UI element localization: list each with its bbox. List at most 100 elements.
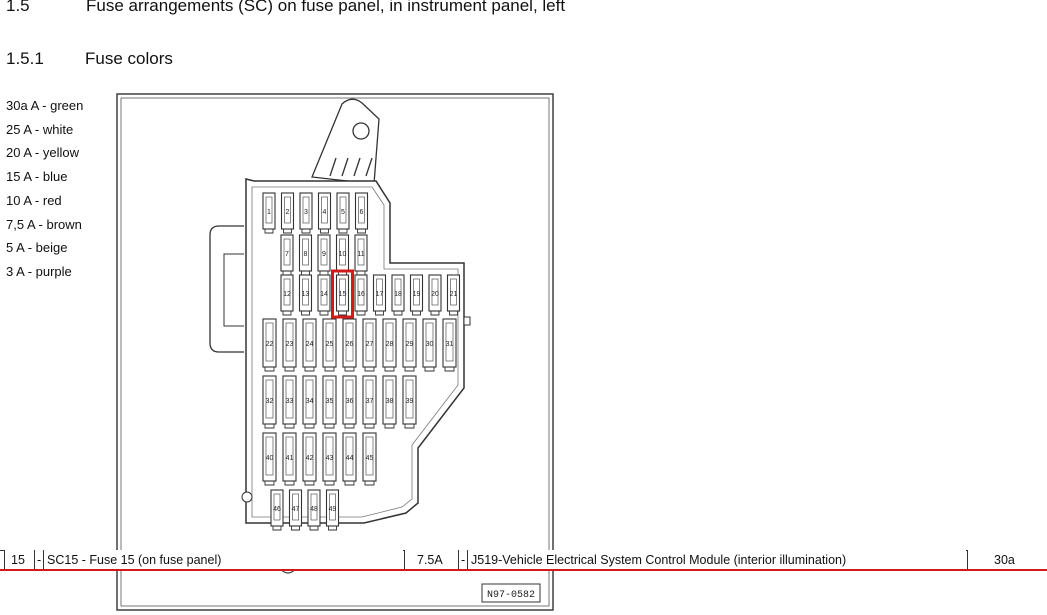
fuse-number-label: 33	[286, 398, 294, 405]
legend-item: 15 A - blue	[6, 169, 68, 185]
fuse-number-label: 12	[283, 291, 291, 298]
fuse-slot-19: 19	[409, 274, 424, 316]
fuse-number-label: 14	[320, 291, 328, 298]
subsection-title: Fuse colors	[85, 49, 173, 68]
fuse-slot-10: 10	[335, 234, 350, 276]
fuse-number-label: 46	[273, 506, 281, 513]
component-cell: J519-Vehicle Electrical System Control M…	[467, 550, 966, 569]
fuse-number-label: 49	[329, 506, 337, 513]
fuse-number-label: 11	[357, 251, 364, 258]
fuse-slot-17: 17	[372, 274, 387, 316]
section-number: 1.5	[6, 0, 30, 15]
designation-cell: SC15 - Fuse 15 (on fuse panel)	[43, 550, 403, 569]
left-clip	[209, 225, 244, 353]
fuse-number-label: 32	[266, 398, 274, 405]
fuse-slot-16: 16	[354, 274, 368, 316]
fuse-slot-20: 20	[428, 274, 442, 316]
fuse-number-label: 34	[306, 398, 314, 405]
fuse-slot-44: 44	[342, 432, 357, 486]
fuse-slot-30: 30	[422, 318, 437, 372]
fuse-slot-7: 7	[280, 234, 294, 276]
fuse-slot-8: 8	[298, 234, 313, 276]
fuse-number-label: 18	[394, 291, 402, 298]
fuse-slot-5: 5	[336, 192, 350, 234]
reference-code-box	[481, 583, 541, 603]
fuse-number-label: 45	[366, 455, 374, 462]
fuse-number-label: 8	[304, 251, 308, 258]
fuse-slot-37: 37	[362, 375, 377, 429]
right-nub	[463, 316, 471, 326]
fuse-number-label: 48	[310, 506, 318, 513]
tab-ribs	[329, 157, 373, 177]
separator-cell: -	[34, 550, 44, 569]
fuse-slot-42: 42	[302, 432, 317, 486]
fuse-slot-1: 1	[262, 192, 276, 234]
legend-item: 10 A - red	[6, 192, 62, 208]
fuse-slot-34: 34	[302, 375, 317, 429]
fuse-number-label: 28	[386, 341, 394, 348]
fuse-number-label: 17	[376, 291, 384, 298]
legend-item: 3 A - purple	[6, 263, 72, 279]
fuse-slot-23: 23	[282, 318, 297, 372]
fuse-slot-18: 18	[391, 274, 405, 316]
left-clip-inner	[223, 253, 244, 327]
fuse-slot-27: 27	[362, 318, 377, 372]
fuse-slot-49: 49	[325, 489, 340, 531]
fuse-number-label: 37	[366, 398, 374, 405]
fuse-slot-25: 25	[322, 318, 337, 372]
section-title: Fuse arrangements (SC) on fuse panel, in…	[86, 0, 566, 15]
fuse-slot-11: 11	[354, 234, 368, 276]
section-heading: 1.5 Fuse arrangements (SC) on fuse panel,…	[6, 0, 565, 16]
fuse-number-label: 19	[413, 291, 421, 298]
screw-boss	[241, 491, 253, 503]
fuse-number-label: 39	[406, 398, 414, 405]
fuse-slot-2: 2	[280, 192, 295, 234]
fuse-number-label: 41	[286, 455, 294, 462]
fuse-slot-43: 43	[322, 432, 337, 486]
fuse-slot-39: 39	[402, 375, 417, 429]
fuse-number-label: 2	[286, 209, 290, 216]
mounting-tab	[311, 98, 380, 185]
fuse-number-label: 10	[339, 251, 347, 258]
fuse-number-label: 4	[323, 209, 327, 216]
highlighted-fuse-box	[331, 269, 354, 319]
fuse-number-label: 30	[426, 341, 434, 348]
fuse-slot-40: 40	[262, 432, 277, 486]
fuse-slot-48: 48	[307, 489, 321, 531]
fuse-number-cell: 15	[4, 550, 39, 569]
fuse-slot-4: 4	[317, 192, 332, 234]
fuse-slot-26: 26	[342, 318, 357, 372]
reference-code: N97-0582	[487, 590, 535, 601]
fuse-table-row[interactable]: 15 - SC15 - Fuse 15 (on fuse panel) 7.5A…	[0, 550, 1047, 571]
rating-cell: 7.5A	[404, 550, 465, 569]
fuse-slot-9: 9	[317, 234, 331, 276]
fuse-slot-14: 14	[317, 274, 331, 316]
fuse-slot-29: 29	[402, 318, 417, 372]
fuse-number-label: 9	[322, 251, 326, 258]
fuse-number-label: 26	[346, 341, 354, 348]
legend-item: 20 A - yellow	[6, 145, 79, 161]
separator-cell: -	[458, 550, 468, 569]
fuse-slot-45: 45	[362, 432, 377, 486]
legend-item: 7,5 A - brown	[6, 216, 82, 232]
mounting-hole	[352, 122, 370, 140]
fuse-number-label: 43	[326, 455, 334, 462]
fuse-number-label: 25	[326, 341, 334, 348]
fuse-number-label: 36	[346, 398, 354, 405]
fuse-number-label: 23	[286, 341, 294, 348]
fuse-slot-41: 41	[282, 432, 297, 486]
fuse-slot-24: 24	[302, 318, 317, 372]
fuse-number-label: 22	[266, 341, 274, 348]
fuse-number-label: 6	[360, 209, 364, 216]
fuse-slot-12: 12	[280, 274, 294, 316]
legend-item: 5 A - beige	[6, 240, 68, 256]
fuse-slot-33: 33	[282, 375, 297, 429]
fuse-slot-47: 47	[288, 489, 303, 531]
fuse-number-label: 44	[346, 455, 354, 462]
fuse-slot-38: 38	[382, 375, 397, 429]
fuse-number-label: 29	[406, 341, 414, 348]
fuse-number-label: 40	[266, 455, 274, 462]
fuse-number-label: 42	[306, 455, 314, 462]
legend-item: 30a A - green	[6, 98, 84, 113]
